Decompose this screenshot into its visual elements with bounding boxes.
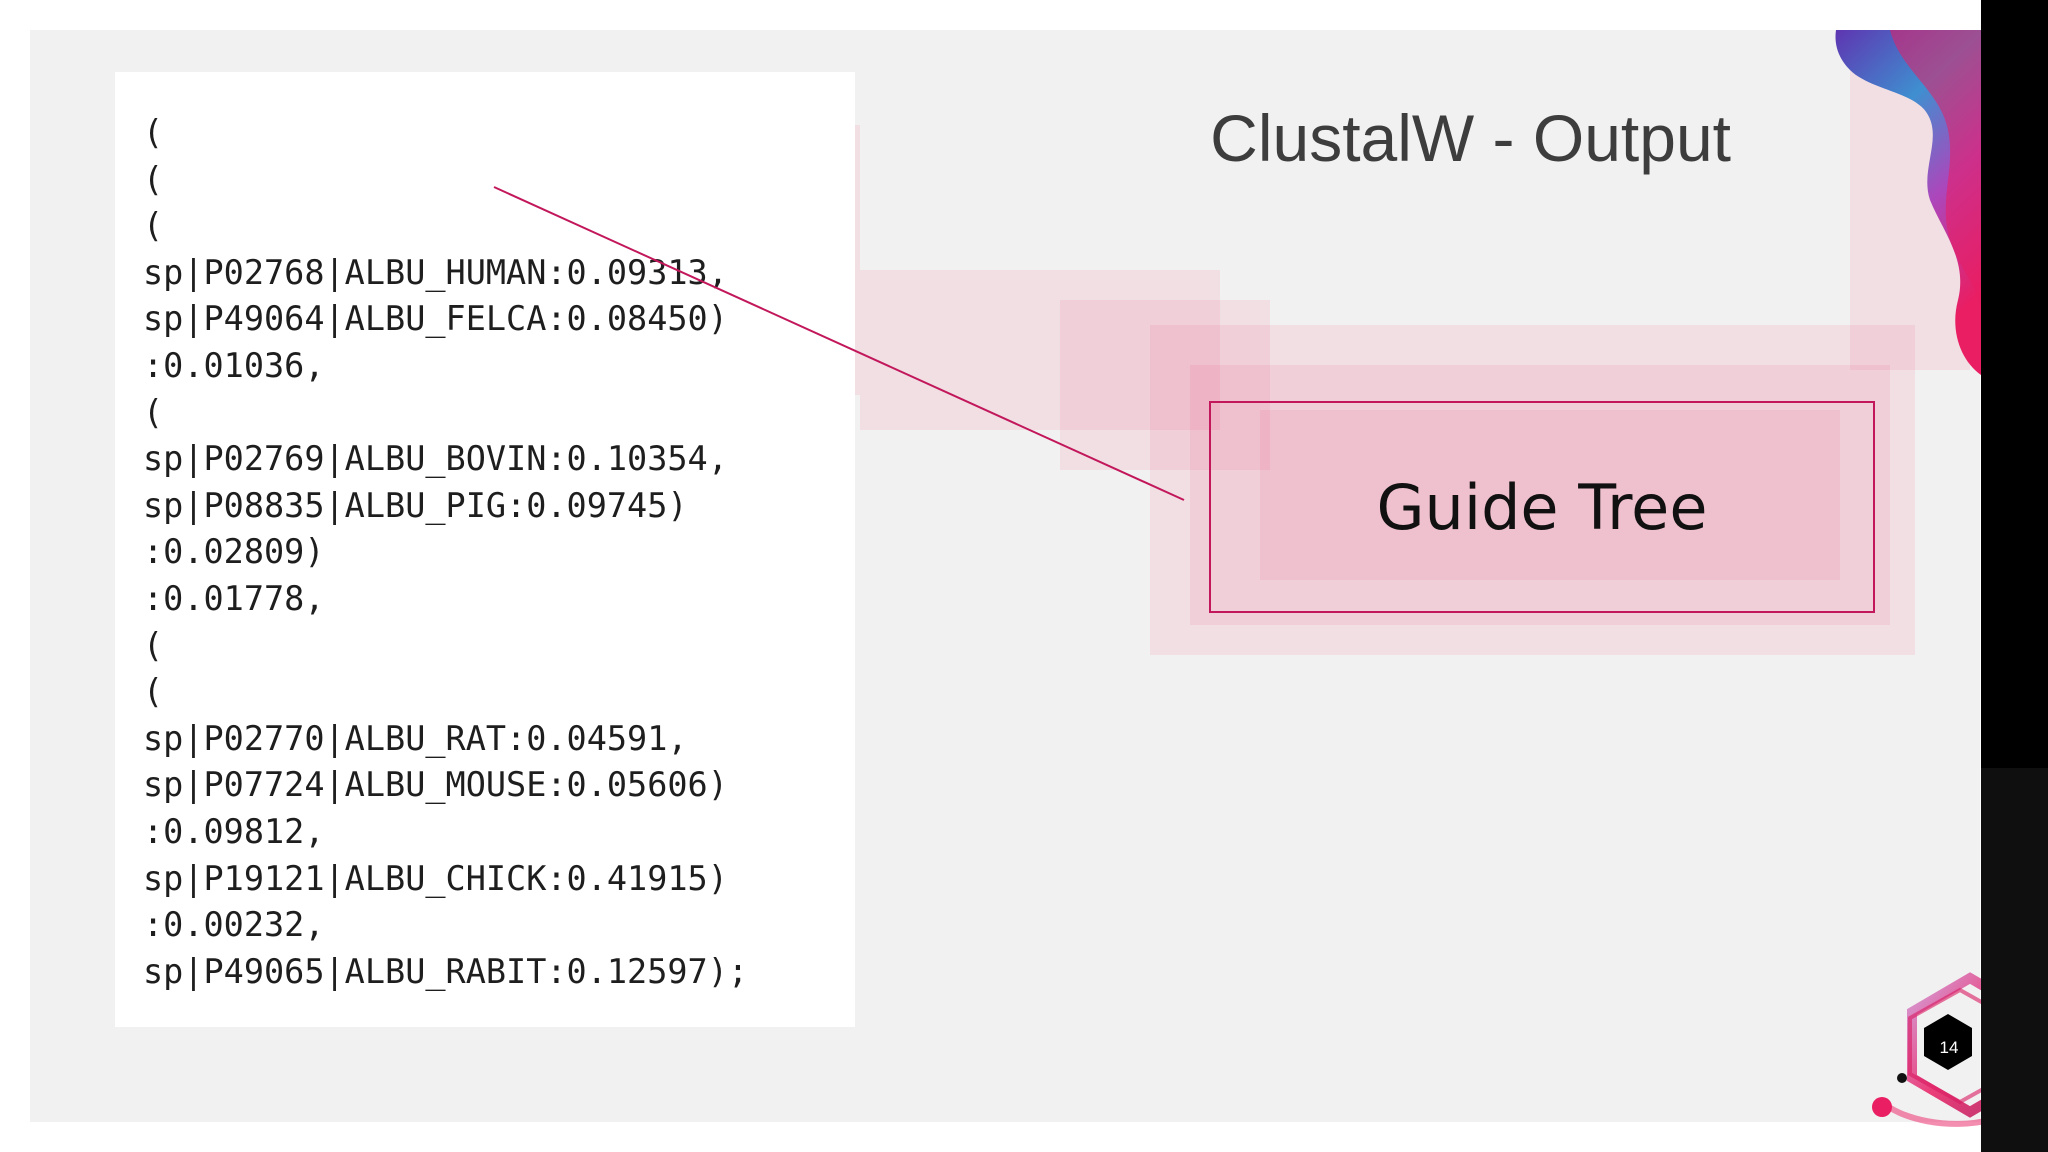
code-line: :0.09812, [143,811,325,851]
code-line: ( [143,672,164,712]
guide-tree-newick-code: ( ( ( sp|P02768|ALBU_HUMAN:0.09313, sp|P4906… [143,110,748,995]
code-line: sp|P07724|ALBU_MOUSE:0.05606) [143,765,728,805]
code-line: ( [143,392,164,432]
slide-title: ClustalW - Output [1210,101,1731,175]
page-number: 14 [1939,1038,1959,1057]
code-line: :0.01778, [143,578,325,618]
code-line: ( [143,113,164,152]
code-line: ( [143,206,164,246]
code-line: :0.01036, [143,345,325,385]
code-line: sp|P02770|ALBU_RAT:0.04591, [143,718,688,758]
code-line: sp|P02768|ALBU_HUMAN:0.09313, [143,252,728,292]
gradient-wave-decoration-icon [1835,30,1981,375]
code-line: ( [143,159,164,199]
code-line: sp|P02769|ALBU_BOVIN:0.10354, [143,439,728,479]
code-line: :0.00232, [143,905,325,945]
guide-tree-label: Guide Tree [1376,470,1708,544]
code-line: sp|P19121|ALBU_CHICK:0.41915) [143,858,728,898]
window-edge-bar-lower [1981,768,2048,1152]
guide-tree-callout-box: Guide Tree [1209,401,1875,613]
code-line: :0.02809) [143,532,325,572]
code-line: ( [143,625,164,665]
code-line: sp|P08835|ALBU_PIG:0.09745) [143,485,688,525]
code-line: sp|P49064|ALBU_FELCA:0.08450) [143,299,728,339]
code-line: sp|P49065|ALBU_RABIT:0.12597); [143,951,749,991]
